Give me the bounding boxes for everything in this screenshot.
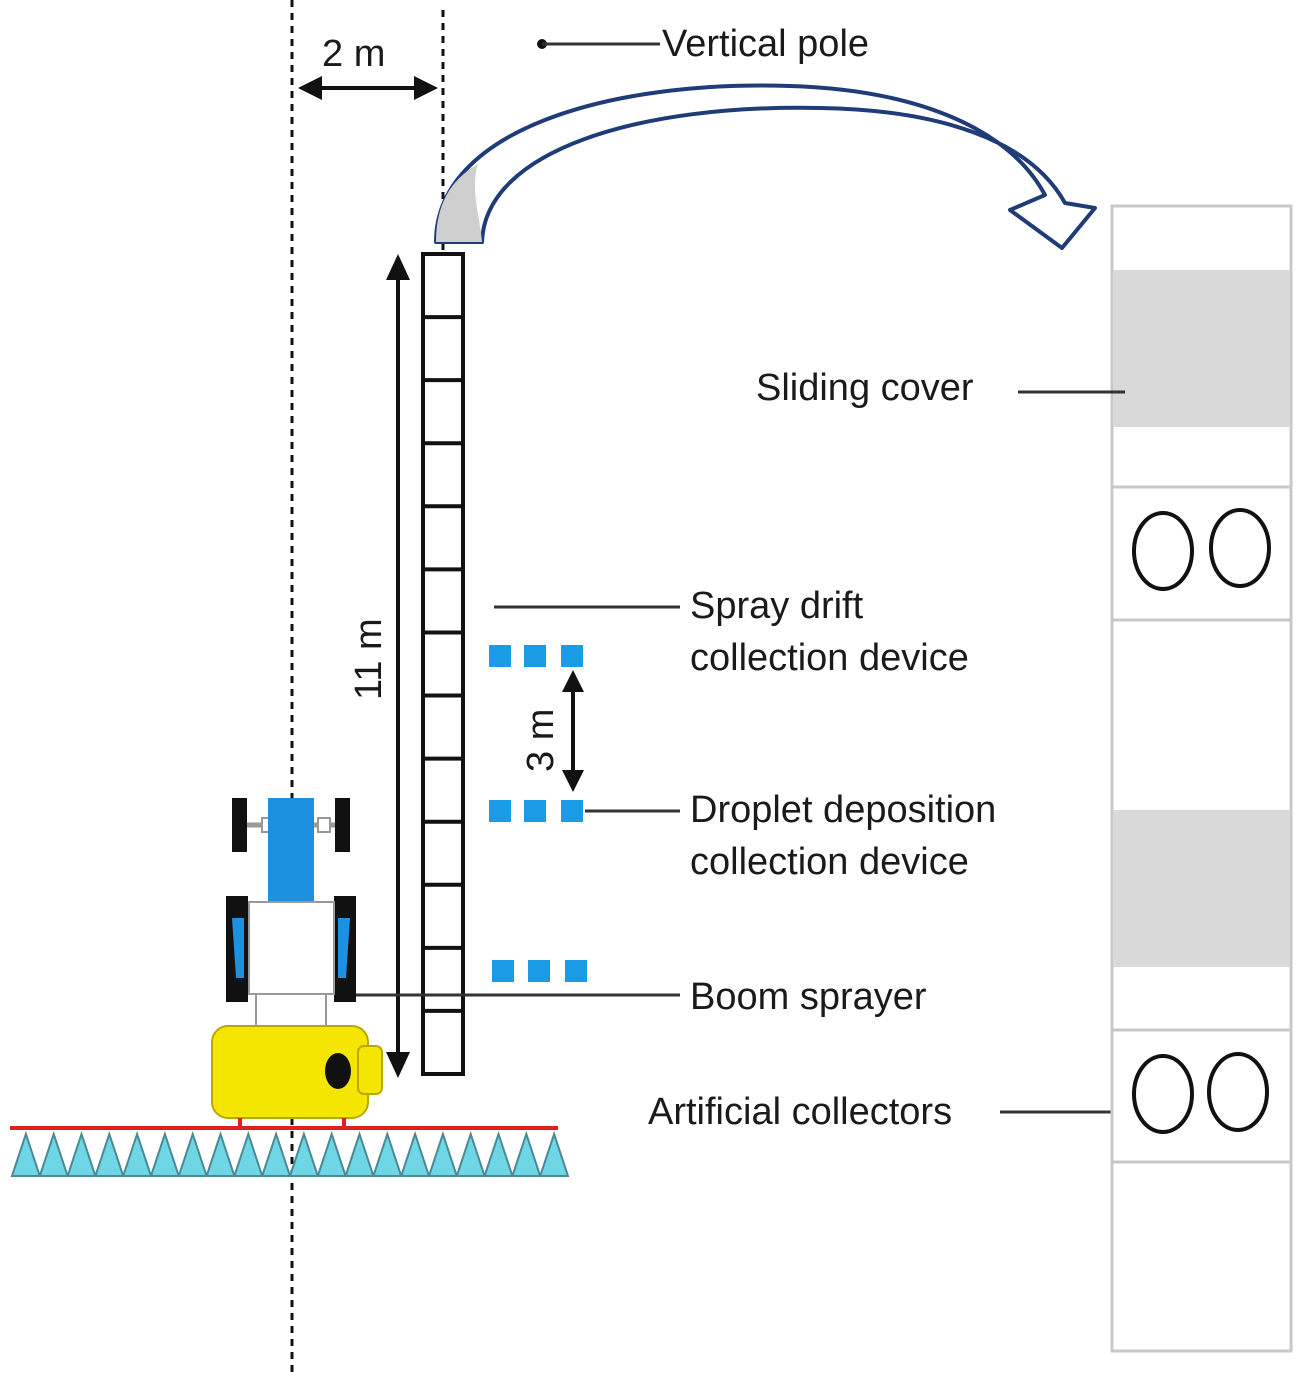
artificial-collectors-label: Artificial collectors bbox=[648, 1091, 952, 1133]
spray-nozzle-triangle bbox=[399, 1130, 431, 1177]
dimension-2m-label: 2 m bbox=[322, 33, 385, 75]
detail-arrow bbox=[434, 83, 1097, 250]
device-row-bottom bbox=[492, 960, 587, 982]
collector-circle bbox=[1132, 1054, 1194, 1134]
tractor-icon bbox=[211, 798, 383, 1128]
sliding-cover-lower bbox=[1113, 810, 1290, 967]
device-row-top bbox=[489, 645, 583, 667]
boom-sprayer-callout: Boom sprayer bbox=[350, 976, 927, 1018]
droplet-deposition-label-line1: Droplet deposition bbox=[690, 789, 996, 831]
spray-nozzle-triangle bbox=[233, 1130, 264, 1177]
dimension-11m-label: 11 m bbox=[348, 618, 390, 700]
spray-nozzle-triangle bbox=[316, 1130, 347, 1177]
boom-sprayer-label: Boom sprayer bbox=[690, 976, 927, 1018]
vertical-pole bbox=[421, 252, 465, 1076]
spray-drift-label-line2: collection device bbox=[690, 637, 969, 679]
sliding-cover-upper bbox=[1113, 270, 1290, 427]
collector-circle bbox=[1209, 508, 1271, 588]
artificial-collectors-callout: Artificial collectors bbox=[648, 1091, 1155, 1133]
spray-nozzle-triangle bbox=[511, 1130, 542, 1177]
pole-detail-view bbox=[1110, 204, 1293, 1353]
nozzle-row bbox=[10, 1130, 570, 1177]
droplet-deposition-label-line2: collection device bbox=[690, 841, 969, 883]
spray-nozzle-triangle bbox=[205, 1130, 236, 1177]
vertical-pole-callout: Vertical pole bbox=[537, 23, 869, 65]
dimension-3m-label: 3 m bbox=[520, 709, 562, 772]
droplet-deposition-callout: Droplet deposition collection device bbox=[585, 789, 996, 883]
collector-circle bbox=[1207, 1052, 1269, 1132]
spray-nozzle-triangle bbox=[455, 1130, 486, 1177]
dimension-3m: 3 m bbox=[520, 670, 584, 792]
spray-drift-label-line1: Spray drift bbox=[690, 585, 864, 627]
spray-nozzle-triangle bbox=[260, 1130, 292, 1177]
spray-nozzle-triangle bbox=[538, 1130, 570, 1177]
spray-nozzle-triangle bbox=[94, 1130, 125, 1177]
spray-nozzle-triangle bbox=[483, 1130, 514, 1177]
spray-drift-callout: Spray drift collection device bbox=[494, 585, 969, 679]
spray-nozzle-triangle bbox=[38, 1130, 69, 1177]
sliding-cover-label: Sliding cover bbox=[756, 367, 974, 409]
spray-nozzle-triangle bbox=[121, 1130, 153, 1177]
vertical-pole-label: Vertical pole bbox=[662, 23, 869, 65]
spray-nozzle-triangle bbox=[372, 1130, 403, 1177]
dimension-11m: 11 m bbox=[348, 254, 410, 1078]
collector-circle bbox=[1132, 511, 1194, 591]
sliding-cover-callout: Sliding cover bbox=[756, 367, 1125, 409]
device-row-middle bbox=[489, 800, 583, 822]
spray-nozzle-triangle bbox=[177, 1130, 208, 1177]
spray-nozzle-triangle bbox=[10, 1130, 42, 1177]
spray-nozzle-triangle bbox=[427, 1130, 459, 1177]
spray-nozzle-triangle bbox=[66, 1130, 97, 1177]
dimension-2m: 2 m bbox=[298, 33, 438, 100]
spray-nozzle-triangle bbox=[344, 1130, 375, 1177]
spray-nozzle-triangle bbox=[288, 1130, 320, 1177]
spray-nozzle-triangle bbox=[149, 1130, 181, 1177]
